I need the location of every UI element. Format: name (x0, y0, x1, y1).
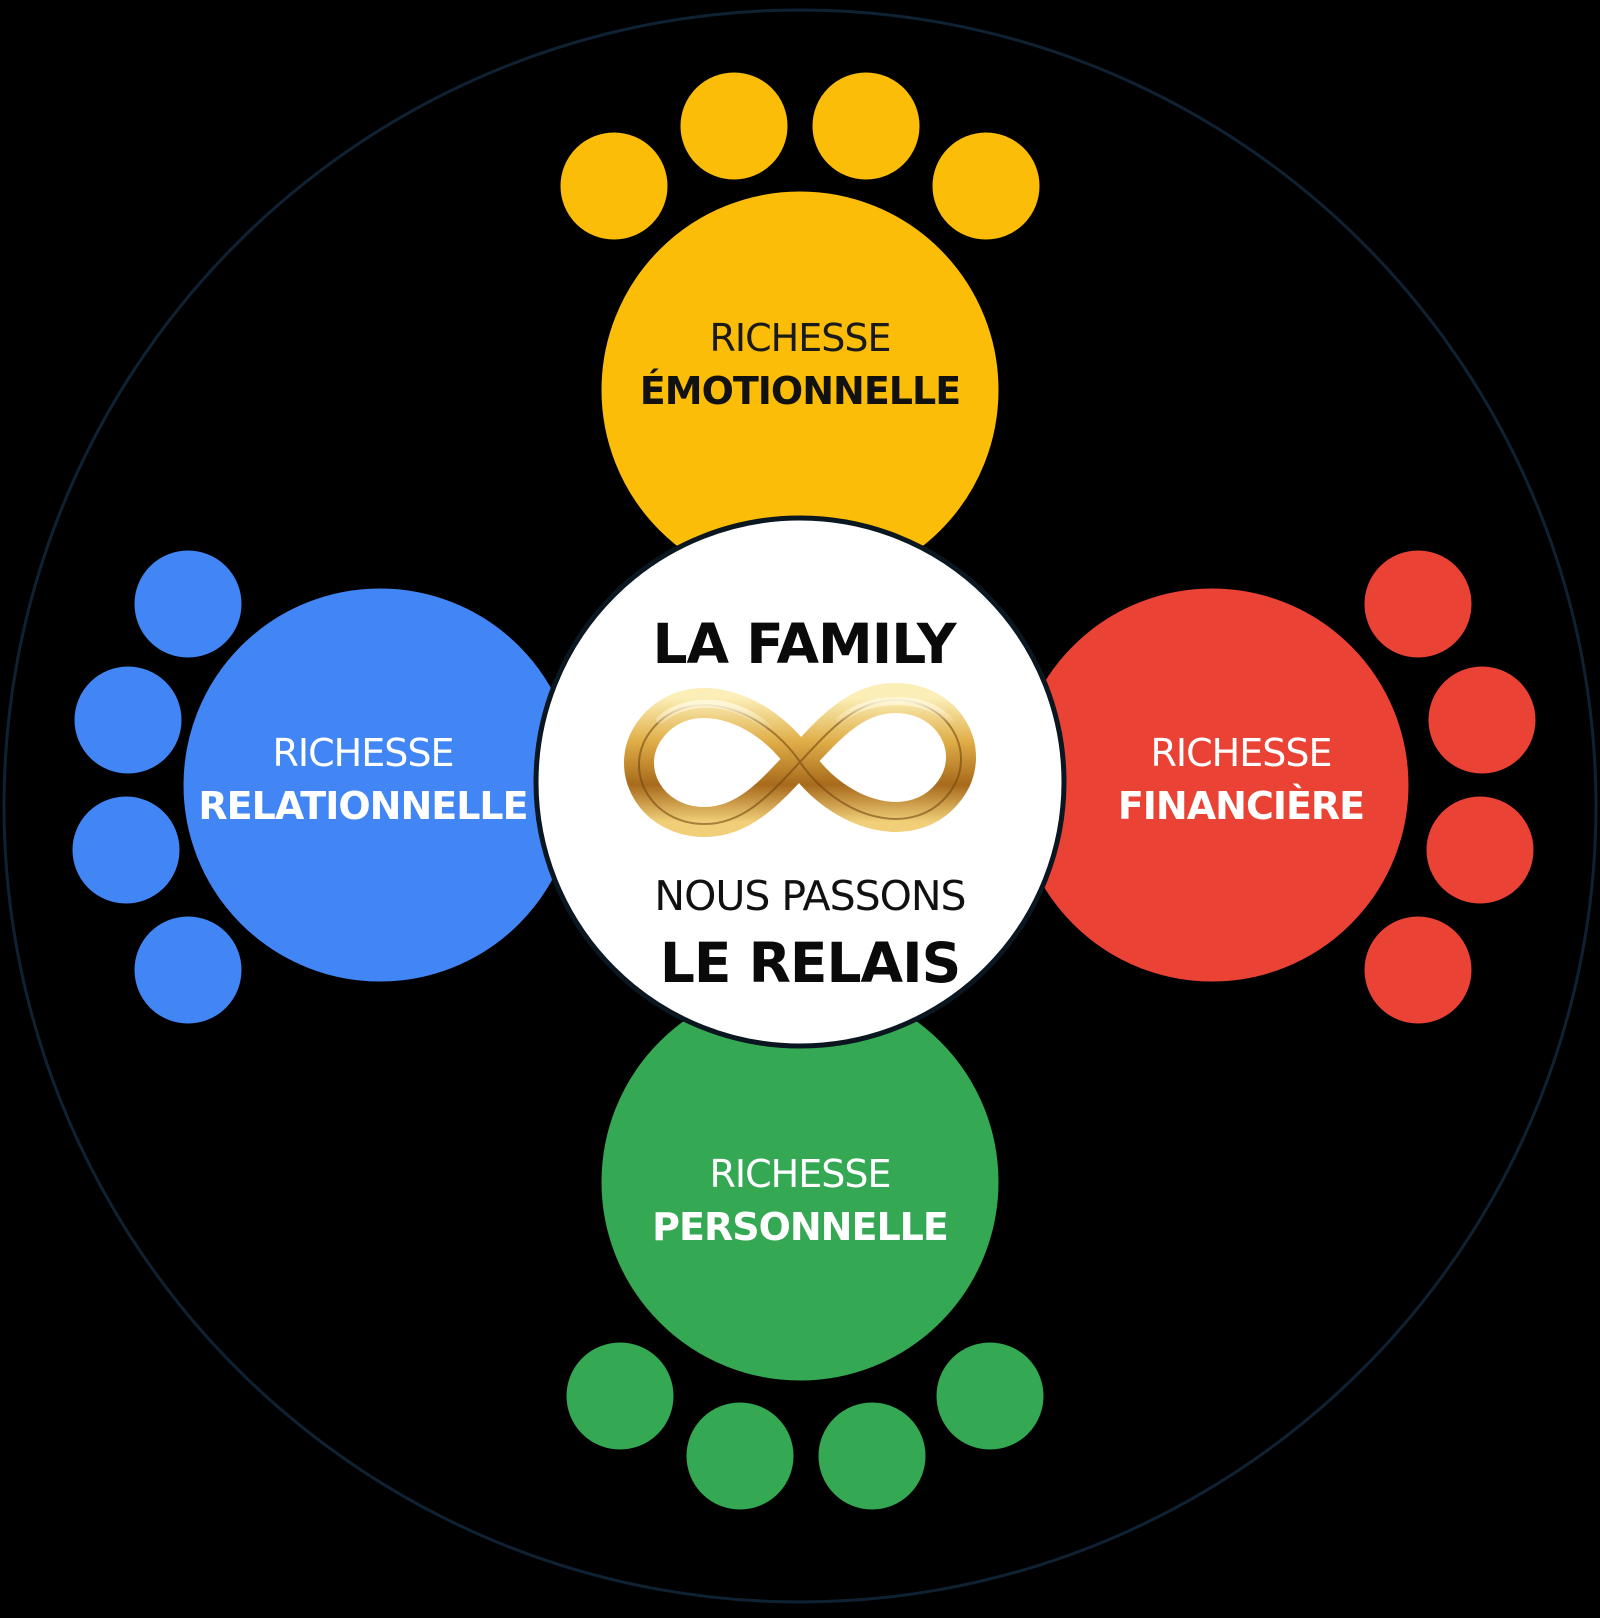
infinity-icon (624, 683, 976, 837)
petal-group-personnelle: RICHESSE PERSONNELLE (563, 980, 1047, 1513)
satellite-dot (1361, 913, 1475, 1027)
petal-financiere-prefix: RICHESSE (1151, 731, 1332, 775)
petal-group-financiere: RICHESSE FINANCIÈRE (1012, 547, 1539, 1027)
satellite-dot (1361, 547, 1475, 661)
satellite-dot (557, 129, 671, 243)
petal-emotionnelle-name: ÉMOTIONNELLE (640, 369, 960, 413)
center-group: LA FAMILY NOUS PASSONS LE RELAIS (533, 515, 1067, 1049)
satellite-dot (1425, 663, 1539, 777)
satellite-dot (69, 793, 183, 907)
center-subtitle-line1: NOUS PASSONS (654, 872, 965, 920)
satellite-dot (683, 1399, 797, 1513)
satellite-dot (929, 129, 1043, 243)
satellite-dot (809, 69, 923, 183)
petal-group-relationnelle: RICHESSE RELATIONNELLE (69, 547, 580, 1027)
satellite-dot (815, 1399, 929, 1513)
center-title: LA FAMILY (652, 612, 957, 676)
petal-financiere-name: FINANCIÈRE (1118, 784, 1364, 828)
satellite-dot (131, 547, 245, 661)
outer-ring (2, 8, 1598, 1604)
satellite-dot (1423, 793, 1537, 907)
petal-group-emotionnelle: RICHESSE ÉMOTIONNELLE (557, 69, 1043, 592)
satellite-dot (131, 913, 245, 1027)
petal-personnelle-name: PERSONNELLE (652, 1205, 948, 1249)
center-subtitle-line2: LE RELAIS (660, 931, 960, 995)
petal-relationnelle-prefix: RICHESSE (273, 731, 454, 775)
satellite-dot (933, 1339, 1047, 1453)
petal-personnelle-prefix: RICHESSE (710, 1152, 891, 1196)
satellite-dot (563, 1339, 677, 1453)
petal-emotionnelle-prefix: RICHESSE (710, 316, 891, 360)
satellite-dot (677, 69, 791, 183)
petal-relationnelle-name: RELATIONNELLE (198, 784, 527, 828)
satellite-dot (71, 663, 185, 777)
